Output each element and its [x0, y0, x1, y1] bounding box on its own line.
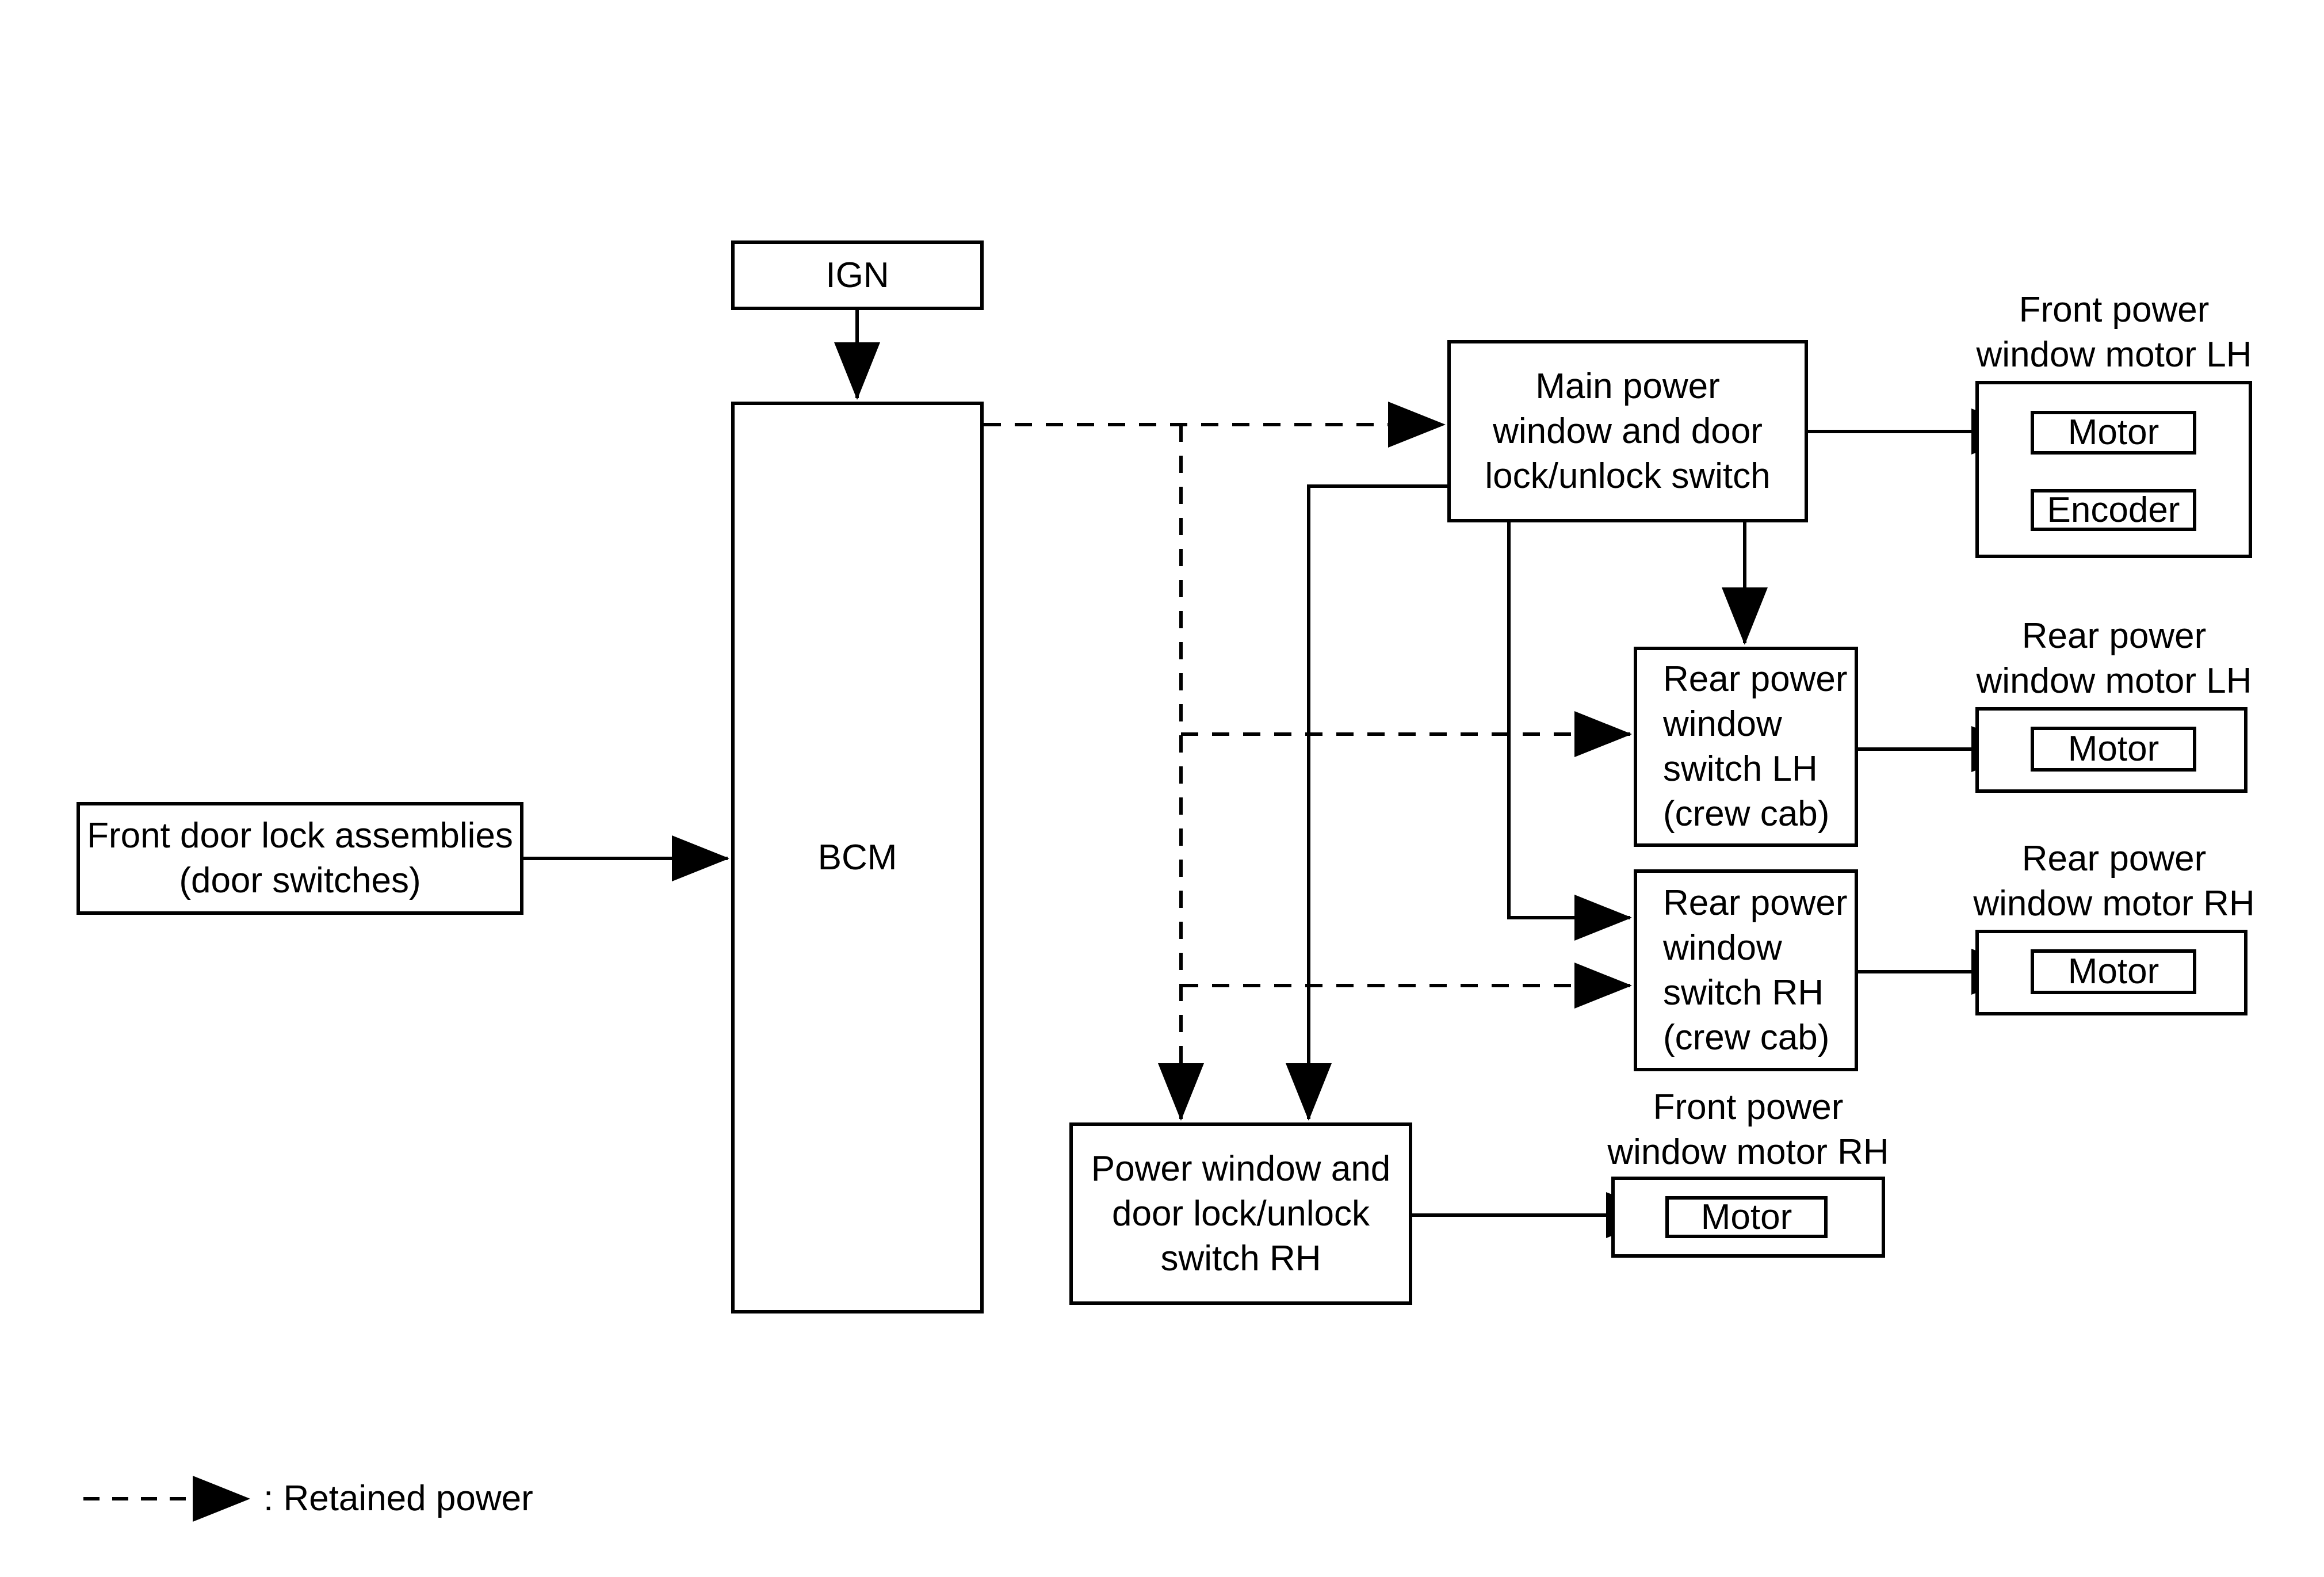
legend-label: : Retained power	[263, 1479, 533, 1518]
power-window-switch-rh-node: Power window and door lock/unlock switch…	[1069, 1122, 1412, 1305]
rear-power-window-motor-rh-label: Rear power window motor RH	[1973, 839, 2255, 923]
main-power-window-switch-node: Main power window and door lock/unlock s…	[1447, 340, 1808, 522]
front-motor-rh-motor-box: Motor	[1665, 1196, 1828, 1238]
rear-power-window-motor-lh-label: Rear power window motor LH	[1976, 616, 2252, 701]
ign-node: IGN	[731, 240, 984, 310]
front-power-window-motor-lh-label: Front power window motor LH	[1976, 290, 2252, 375]
legend-dashed-arrow-icon	[83, 1476, 250, 1522]
rear-power-window-switch-lh-node: Rear power window switch LH (crew cab)	[1634, 647, 1858, 847]
rear-motor-rh-motor-box: Motor	[2031, 949, 2196, 994]
rear-motor-lh-motor-box: Motor	[2031, 727, 2196, 772]
connector-main-switch-to-rear-switch-rh	[1507, 522, 1632, 941]
front-power-window-motor-rh-label: Front power window motor RH	[1607, 1087, 1889, 1172]
legend: : Retained power	[81, 1473, 533, 1525]
front-motor-lh-encoder-box: Encoder	[2031, 489, 2196, 531]
connector-main-switch-to-pw-switch-rh	[1286, 484, 1447, 1121]
bcm-node: BCM	[731, 402, 984, 1313]
front-door-lock-assemblies-node: Front door lock assemblies (door switche…	[77, 802, 523, 915]
front-motor-lh-motor-box: Motor	[2031, 411, 2196, 455]
rear-power-window-switch-rh-node: Rear power window switch RH (crew cab)	[1634, 869, 1858, 1071]
